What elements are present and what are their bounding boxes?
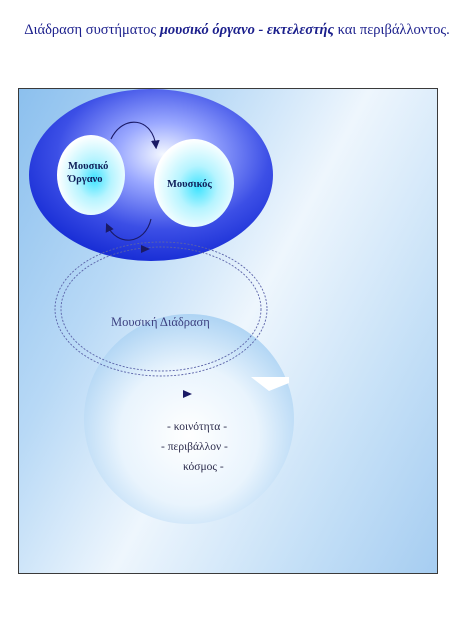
instrument-label: Μουσικό Όργανο [68, 160, 108, 186]
musician-node [154, 139, 234, 227]
interaction-arrow-bottom [183, 390, 192, 398]
instrument-node [57, 135, 125, 215]
environment-sphere [84, 314, 294, 524]
diagram-frame: Μουσικό Όργανο Μουσικός Μουσική Διάδραση… [18, 88, 438, 574]
environment-entry-tab [251, 377, 289, 391]
environment-item-community: - κοινότητα - [167, 421, 228, 433]
interaction-ring-inner [60, 246, 262, 372]
interaction-label: Μουσική Διάδραση [111, 315, 210, 329]
instrument-label-line2: Όργανο [68, 174, 103, 185]
interaction-arrow-top [141, 245, 150, 253]
instrument-label-line1: Μουσικό [68, 161, 109, 172]
interaction-ring-outer [54, 241, 268, 377]
title-text-start: Διάδραση συστήματος [24, 22, 160, 38]
arrow-musician-to-instrument [105, 218, 152, 241]
diagram-canvas [29, 89, 294, 524]
environment-item-world: κόσμος - [183, 461, 224, 473]
title-text-end: και περιβάλλοντος. [333, 22, 450, 38]
title-emphasis: μουσικό όργανο - εκτελεστής [159, 22, 334, 38]
musician-label: Μουσικός [167, 179, 212, 190]
environment-item-environment: - περιβάλλον - [161, 441, 228, 453]
diagram-title: Διάδραση συστήματος μουσικό όργανο - εκτ… [0, 22, 474, 39]
arrow-instrument-to-musician [110, 121, 160, 150]
